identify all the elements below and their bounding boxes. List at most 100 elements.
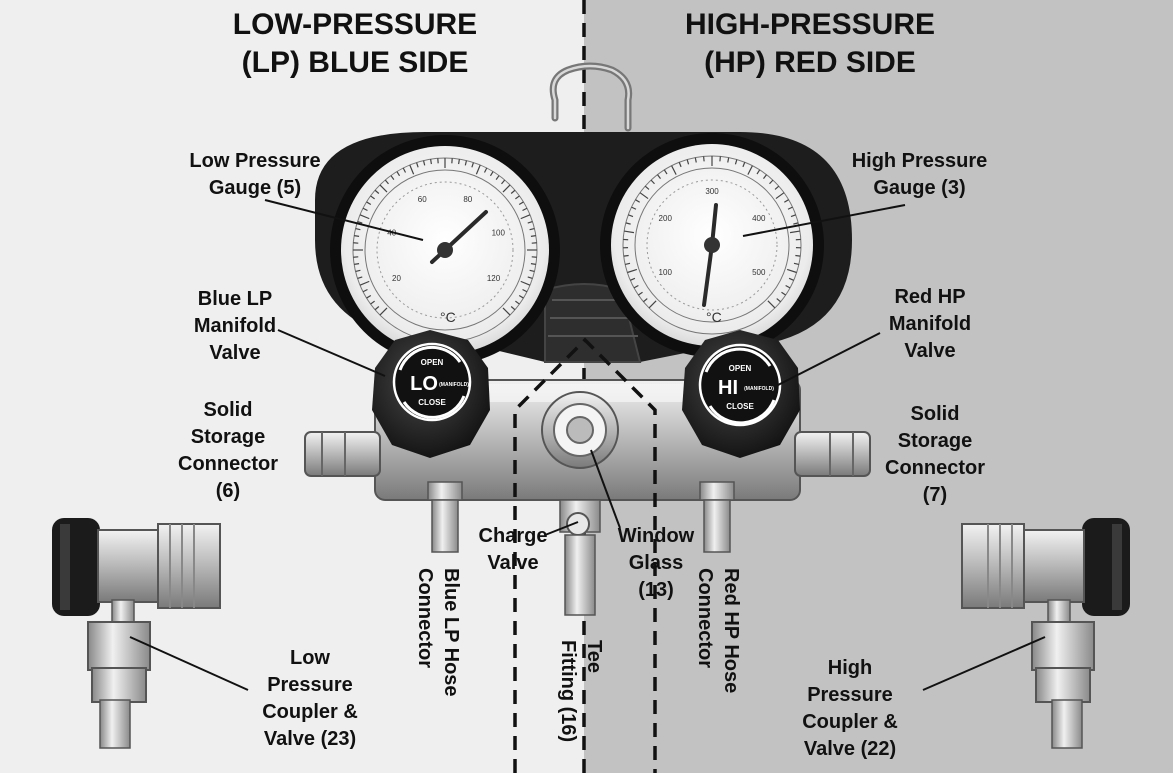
- dial-tick: [357, 276, 363, 280]
- tee-zone-outline: [513, 337, 657, 773]
- right-storage-connector: [794, 431, 871, 477]
- dial-number: 60: [418, 195, 427, 204]
- dial-tick: [355, 269, 361, 273]
- dial-tick: [471, 162, 475, 168]
- svg-text:°C: °C: [440, 309, 456, 325]
- dial-tick: [530, 235, 536, 237]
- dial-tick: [788, 277, 794, 281]
- dial-tick: [790, 214, 796, 218]
- dial-tick: [793, 262, 799, 266]
- dial-tick: [359, 280, 370, 286]
- dial-tick: [727, 157, 730, 163]
- low-side-header: LOW-PRESSURE (LP) BLUE SIDE: [232, 8, 478, 79]
- dial-tick: [530, 263, 536, 265]
- svg-text:(MANIFOLD): (MANIFOLD): [439, 382, 469, 388]
- dial-tick: [767, 300, 776, 309]
- dial-tick: [510, 306, 516, 311]
- svg-text:°C: °C: [706, 309, 722, 325]
- dial-number: 100: [492, 229, 506, 238]
- dial-tick: [366, 201, 372, 206]
- dial-tick: [776, 298, 781, 303]
- dial-tick: [663, 169, 668, 175]
- dial-tick: [483, 167, 488, 173]
- dial-tick: [638, 291, 643, 296]
- dial-tick: [354, 235, 360, 237]
- dial-tick: [769, 179, 774, 185]
- dial-tick: [648, 300, 657, 309]
- svg-text:LO: LO: [410, 373, 438, 395]
- dial-tick: [522, 288, 528, 293]
- dial-number: 500: [752, 268, 766, 277]
- dial-tick: [359, 214, 370, 220]
- red-hose-fitting: [699, 481, 735, 553]
- dial-tick: [430, 159, 432, 165]
- dial-tick: [422, 160, 426, 166]
- dial-tick: [518, 294, 524, 299]
- dial-tick: [489, 171, 494, 177]
- dial-tick: [742, 162, 746, 168]
- dial-tick: [366, 294, 372, 299]
- low-pressure-coupler: [52, 518, 221, 749]
- dial-tick: [734, 159, 738, 165]
- dial-tick: [370, 195, 375, 200]
- dial-tick: [774, 185, 780, 190]
- dial-tick: [374, 189, 380, 194]
- dial-tick: [518, 201, 524, 206]
- dial-tick: [789, 230, 800, 234]
- dial-tick: [624, 230, 635, 234]
- dial-tick: [625, 262, 631, 266]
- dial-tick: [678, 162, 682, 168]
- high-pressure-coupler: [961, 518, 1130, 749]
- dial-tick: [627, 268, 638, 274]
- dial-tick: [783, 199, 789, 203]
- dial-tick: [522, 207, 528, 212]
- dial-tick: [527, 220, 533, 224]
- dial-tick: [495, 175, 500, 180]
- dial-tick: [628, 214, 634, 218]
- dial-tick: [502, 307, 511, 316]
- hi-manifold-knob: OPEN HI (MANIFOLD) CLOSE: [682, 330, 800, 458]
- dial-tick: [390, 175, 395, 180]
- tee-fitting: [559, 499, 601, 616]
- dial-number: 200: [659, 214, 673, 223]
- leader-lines: [129, 199, 1046, 691]
- svg-text:CLOSE: CLOSE: [726, 402, 754, 411]
- svg-text:OPEN: OPEN: [729, 364, 752, 373]
- dial-tick: [529, 269, 535, 273]
- dial-number: 400: [752, 214, 766, 223]
- dial-tick: [795, 254, 801, 257]
- dial-tick: [631, 206, 637, 210]
- dial-tick: [671, 165, 677, 175]
- dial-tick: [502, 184, 511, 193]
- svg-text:HI: HI: [718, 377, 738, 399]
- dial-tick: [763, 174, 768, 179]
- dial-tick: [379, 184, 388, 193]
- dial-tick: [644, 185, 650, 190]
- window-glass-fitting: [541, 391, 619, 469]
- dial-tick: [633, 284, 639, 289]
- dial-tick: [793, 222, 799, 225]
- dial-tick: [520, 280, 531, 286]
- dial-tick: [747, 165, 753, 175]
- dial-tick: [686, 159, 690, 165]
- dial-tick: [510, 189, 516, 194]
- dial-tick: [786, 268, 797, 274]
- dial-tick: [379, 307, 388, 316]
- svg-text:OPEN: OPEN: [421, 358, 444, 367]
- dial-tick: [464, 160, 468, 166]
- dial-tick: [501, 179, 506, 185]
- dial-tick: [639, 192, 649, 200]
- dial-tick: [520, 214, 531, 220]
- dial-tick: [370, 300, 375, 305]
